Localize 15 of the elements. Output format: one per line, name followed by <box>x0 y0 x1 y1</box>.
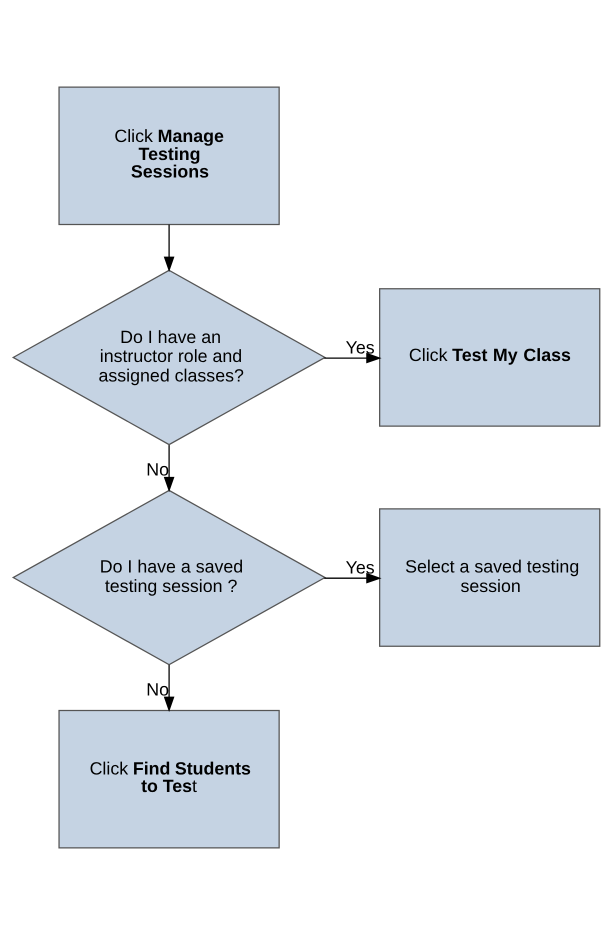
edge-label: Yes <box>346 557 375 578</box>
node-box: Click Find Students to Test <box>58 710 280 849</box>
node-box: Click Test My Class <box>379 288 600 427</box>
node-box: Click Manage Testing Sessions <box>58 86 280 226</box>
arrow <box>324 572 382 584</box>
node-diamond: Do I have a saved testing session ? <box>12 490 326 666</box>
arrow <box>324 352 382 364</box>
arrow <box>164 445 174 492</box>
arrow <box>164 664 174 712</box>
edge-label: No <box>146 679 170 700</box>
edge-label: No <box>146 460 170 480</box>
node-box: Select a saved testing session <box>379 508 600 647</box>
node-diamond: Do I have an instructor role and assigned classes? <box>12 270 326 446</box>
arrow <box>164 224 174 272</box>
edge-label: Yes <box>346 337 375 358</box>
